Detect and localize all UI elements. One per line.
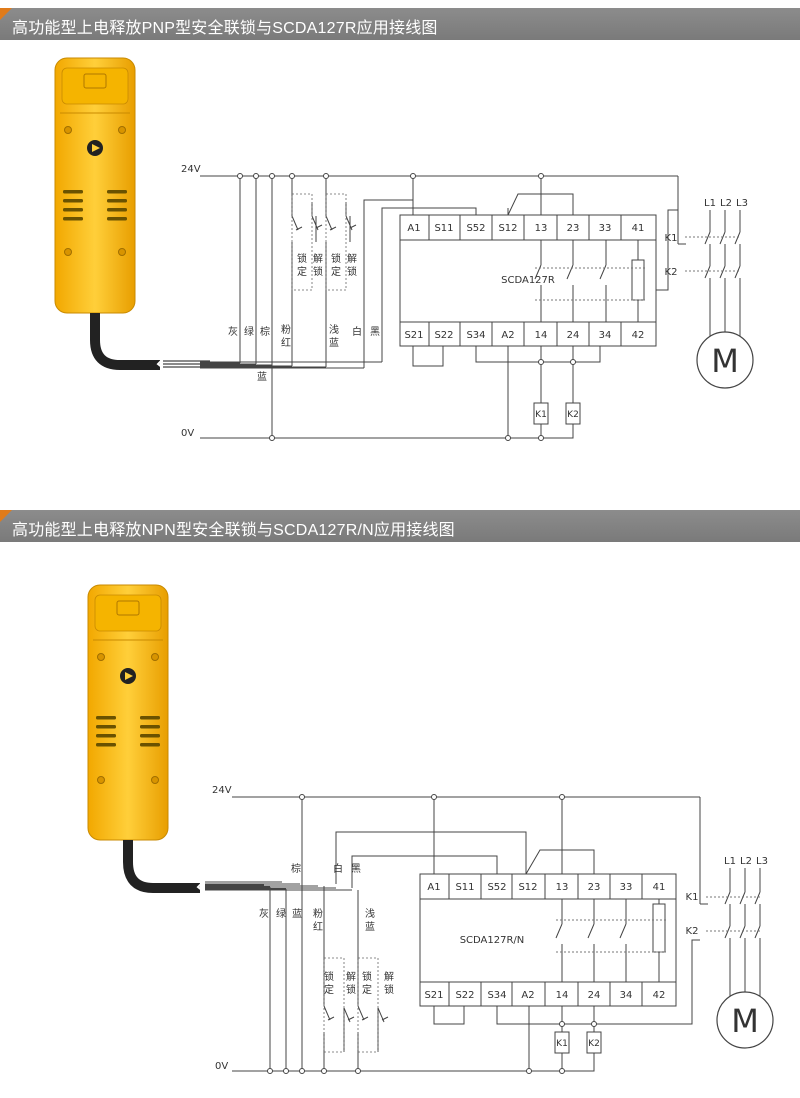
terminal-42: 42 <box>632 330 645 341</box>
motor-label: M <box>731 1002 759 1040</box>
section-1-title: 高功能型上电释放PNP型安全联锁与SCDA127R应用接线图 <box>12 20 438 37</box>
wire-pink: 粉红 <box>281 323 291 349</box>
wire-gray: 灰 <box>259 907 269 920</box>
rail-24v: 24V <box>212 785 232 796</box>
terminal-s34: S34 <box>466 330 485 341</box>
safety-interlock-device-icon <box>87 584 204 893</box>
phase-l1: L1 <box>724 856 736 867</box>
terminal-s11: S11 <box>455 882 474 893</box>
terminal-41: 41 <box>632 223 645 234</box>
terminal-33: 33 <box>599 223 612 234</box>
wire-gray: 灰 <box>228 325 238 338</box>
terminal-13: 13 <box>556 882 569 893</box>
terminal-s11: S11 <box>434 223 453 234</box>
terminal-a2: A2 <box>521 990 534 1001</box>
wire-brown: 棕 <box>291 862 301 875</box>
wire-brown: 棕 <box>260 325 270 338</box>
wire-green: 绿 <box>244 325 254 338</box>
section-flag-icon <box>0 510 12 522</box>
terminal-13: 13 <box>535 223 548 234</box>
section-2-header: 高功能型上电释放NPN型安全联锁与SCDA127R/N应用接线图 <box>0 510 800 542</box>
terminal-s12: S12 <box>498 223 517 234</box>
terminal-42: 42 <box>653 990 666 1001</box>
motor-icon <box>716 991 774 1049</box>
section-flag-icon <box>0 8 12 20</box>
terminal-s22: S22 <box>434 330 453 341</box>
terminal-s52: S52 <box>487 882 506 893</box>
wire-green: 绿 <box>276 907 286 920</box>
phase-l3: L3 <box>756 856 768 867</box>
contact-k1-label: K1 <box>665 233 678 244</box>
terminal-s52: S52 <box>466 223 485 234</box>
diagram-npn: SCDA127R/N A1 S11 S52 S12 13 23 33 41 S2… <box>87 584 774 1074</box>
terminal-a2: A2 <box>501 330 514 341</box>
switch-lock-label: 锁定 <box>331 252 341 278</box>
phase-l3: L3 <box>736 198 748 209</box>
wire-white: 白 <box>352 325 362 338</box>
switch-lock-label: 锁定 <box>324 970 334 996</box>
terminal-24: 24 <box>567 330 580 341</box>
terminal-s21: S21 <box>424 990 443 1001</box>
wire-blue: 蓝 <box>257 371 267 383</box>
switch-lock-label: 锁定 <box>362 970 372 996</box>
terminal-14: 14 <box>535 330 548 341</box>
relay-model-label: SCDA127R/N <box>460 935 525 946</box>
relay-model-label: SCDA127R <box>501 275 555 286</box>
coil-k1-label: K1 <box>535 410 547 420</box>
terminal-a1: A1 <box>427 882 440 893</box>
phase-l2: L2 <box>740 856 752 867</box>
switch-unlock-label: 解锁 <box>384 970 394 996</box>
terminal-33: 33 <box>620 882 633 893</box>
wire-black: 黑 <box>370 326 380 338</box>
safety-interlock-device-icon <box>54 57 210 370</box>
switch-unlock-label: 解锁 <box>313 252 323 278</box>
terminal-34: 34 <box>620 990 633 1001</box>
wire-light-blue: 浅蓝 <box>365 907 375 933</box>
contact-k2-label: K2 <box>686 926 699 937</box>
phase-l1: L1 <box>704 198 716 209</box>
rail-0v: 0V <box>215 1061 228 1072</box>
diagram-pnp: SCDA127R A1 S11 S52 S12 13 23 33 41 S21 … <box>54 57 754 441</box>
wire-light-blue: 浅蓝 <box>329 323 339 349</box>
section-2-title: 高功能型上电释放NPN型安全联锁与SCDA127R/N应用接线图 <box>12 522 455 539</box>
terminal-a1: A1 <box>407 223 420 234</box>
motor-icon <box>696 331 754 389</box>
wire-blue: 蓝 <box>292 908 302 920</box>
coil-k2-label: K2 <box>567 410 579 420</box>
phase-l2: L2 <box>720 198 732 209</box>
switch-lock-label: 锁定 <box>297 252 307 278</box>
terminal-s34: S34 <box>487 990 506 1001</box>
terminal-14: 14 <box>556 990 569 1001</box>
safety-relay-scda127r: SCDA127R A1 S11 S52 S12 13 23 33 41 S21 … <box>399 214 657 347</box>
wire-black: 黑 <box>351 863 361 875</box>
contact-k2-label: K2 <box>665 267 678 278</box>
terminal-24: 24 <box>588 990 601 1001</box>
terminal-s21: S21 <box>404 330 423 341</box>
terminal-23: 23 <box>567 223 580 234</box>
terminal-s22: S22 <box>455 990 474 1001</box>
terminal-34: 34 <box>599 330 612 341</box>
contact-k1-label: K1 <box>686 892 699 903</box>
switch-unlock-label: 解锁 <box>346 970 356 996</box>
rail-24v: 24V <box>181 164 201 175</box>
terminal-s12: S12 <box>518 882 537 893</box>
wire-white: 白 <box>333 862 343 875</box>
section-1-header: 高功能型上电释放PNP型安全联锁与SCDA127R应用接线图 <box>0 8 800 40</box>
terminal-41: 41 <box>653 882 666 893</box>
wire-pink: 粉红 <box>313 907 323 933</box>
safety-relay-scda127r-n: SCDA127R/N A1 S11 S52 S12 13 23 33 41 S2… <box>419 873 677 1007</box>
switch-unlock-label: 解锁 <box>347 252 357 278</box>
coil-k2-label: K2 <box>588 1039 600 1049</box>
rail-0v: 0V <box>181 428 194 439</box>
motor-label: M <box>711 342 739 380</box>
coil-k1-label: K1 <box>556 1039 568 1049</box>
terminal-23: 23 <box>588 882 601 893</box>
